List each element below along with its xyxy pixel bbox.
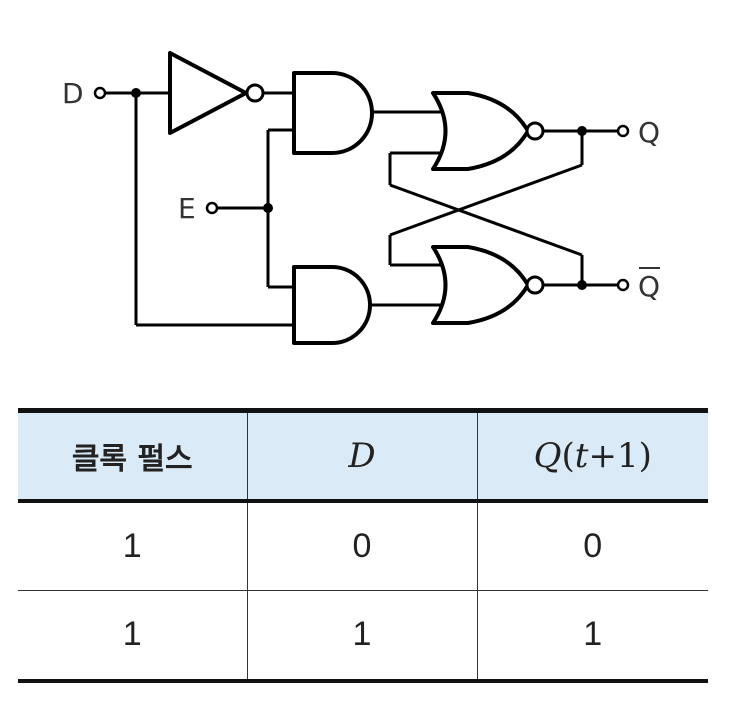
cell-d: 1 [247,590,478,683]
cell-q: 0 [477,500,708,591]
not-gate [168,51,265,135]
junction-dot [577,280,587,290]
input-e-terminal [205,201,219,215]
table-header-row: 클록 펄스 D Q(t+1) [18,408,708,503]
output-q-bar-label: Q [638,270,660,303]
not-gate-output-bubble [245,83,265,103]
nor-gate-top [431,91,545,171]
nor-gate-bottom-bubble [525,275,545,295]
junction-dot [263,203,273,213]
input-d-terminal [93,86,107,100]
input-e-label: E [178,192,196,225]
truth-table: 클록 펄스 D Q(t+1) 1 0 0 1 1 1 [18,408,708,683]
output-q-bar-terminal [616,278,630,292]
nor-gate-bottom [431,245,545,325]
cell-clock: 1 [18,500,248,591]
header-q-next: Q(t+1) [477,408,708,503]
table-row: 1 0 0 [18,500,708,591]
junction-dot [131,88,141,98]
junction-dot [577,126,587,136]
output-q-terminal [616,124,630,138]
and-gate-bottom [292,265,372,345]
table-row: 1 1 1 [18,590,708,683]
nor-gate-top-bubble [525,121,545,141]
cell-d: 0 [247,500,478,591]
input-d-label: D [62,77,84,110]
output-q-label: Q [638,116,660,149]
header-d: D [247,408,478,503]
cell-q: 1 [477,590,708,683]
d-latch-circuit-diagram: D E Q Q [62,51,660,345]
and-gate-top [292,71,374,155]
cell-clock: 1 [18,590,248,683]
header-clock-pulse: 클록 펄스 [18,408,248,503]
